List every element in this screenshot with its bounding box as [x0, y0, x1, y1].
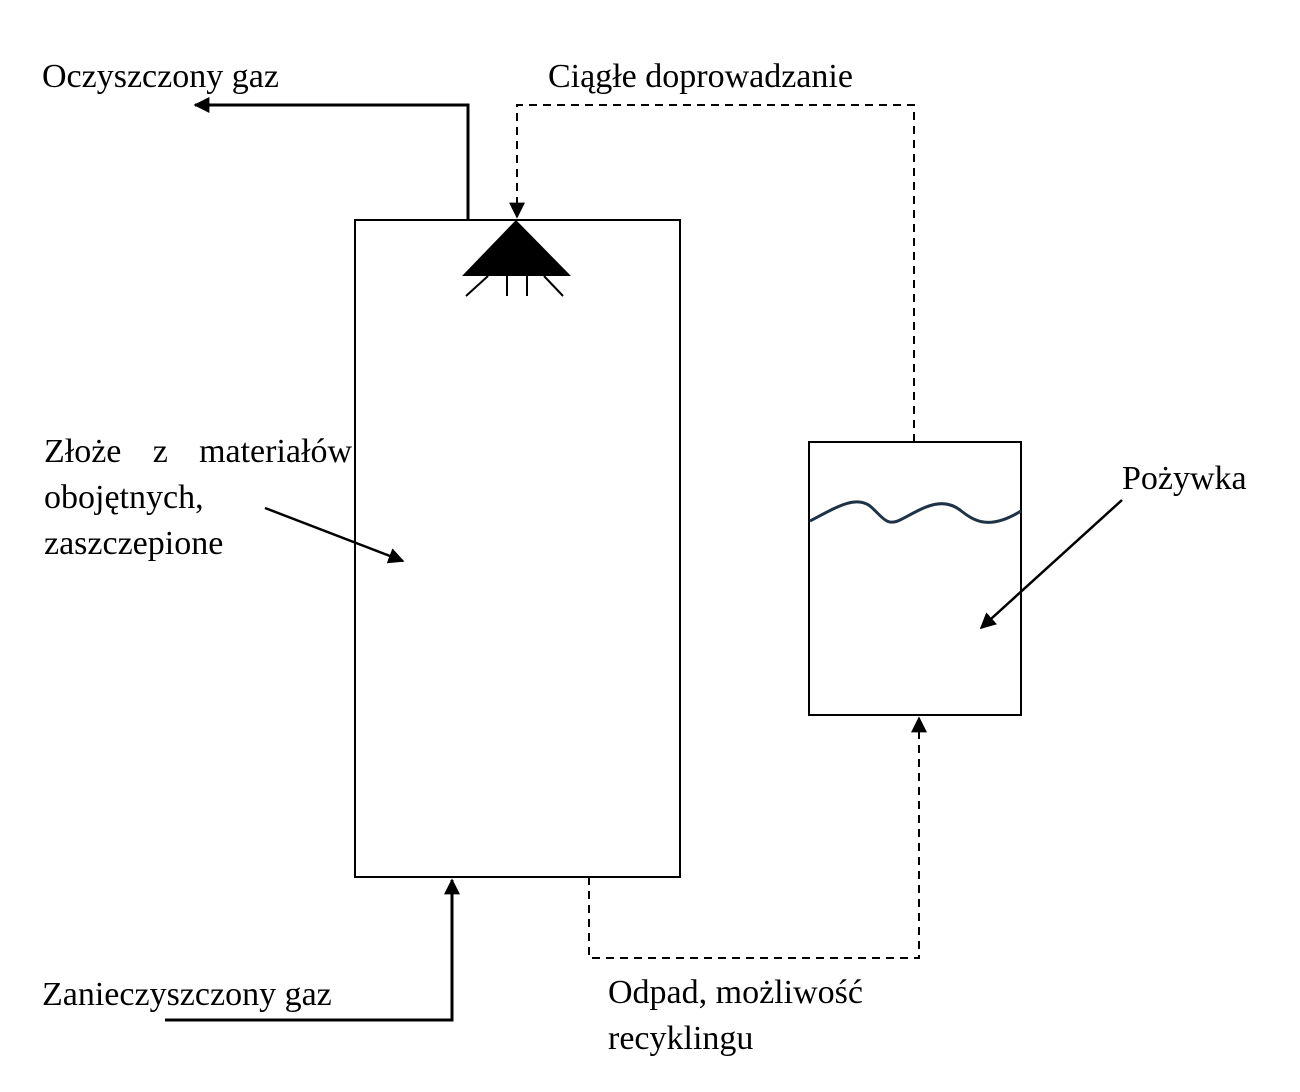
bed-label-word: materiałów: [199, 433, 352, 470]
bed-label-word: z: [152, 433, 168, 470]
bed-label-line1: Złoże z materiałów: [44, 429, 352, 475]
nutrient-label: Pożywka: [1122, 460, 1247, 497]
bed-pointer-arrow: [264, 506, 405, 564]
waste-label-line2: recyklingu: [608, 1020, 754, 1057]
nutrient-tank: [808, 441, 1022, 716]
clean-gas-label: Oczyszczony gaz: [42, 58, 279, 95]
polluted-gas-label: Zanieczyszczony gaz: [42, 976, 332, 1013]
liquid-surface-wave: [809, 500, 1022, 524]
bed-label-line2: obojętnych,: [44, 479, 204, 516]
bed-label-word: Złoże: [44, 433, 122, 470]
bed-label: Złoże z materiałów obojętnych, zaszczepi…: [44, 429, 352, 567]
nutrient-pointer-arrow: [979, 499, 1123, 630]
bioreactor-column: [354, 219, 681, 878]
continuous-supply-line: [509, 104, 915, 442]
polluted-gas-inlet-arrow: [165, 878, 460, 1022]
continuous-supply-label: Ciągłe doprowadzanie: [548, 58, 853, 95]
waste-recycle-line: [588, 716, 927, 959]
waste-label: Odpad, możliwość recyklingu: [608, 970, 863, 1062]
clean-gas-outlet-arrow: [193, 97, 470, 220]
waste-label-line1: Odpad, możliwość: [608, 974, 863, 1011]
spray-nozzle-icon: [462, 220, 571, 297]
bed-label-line3: zaszczepione: [44, 525, 224, 562]
